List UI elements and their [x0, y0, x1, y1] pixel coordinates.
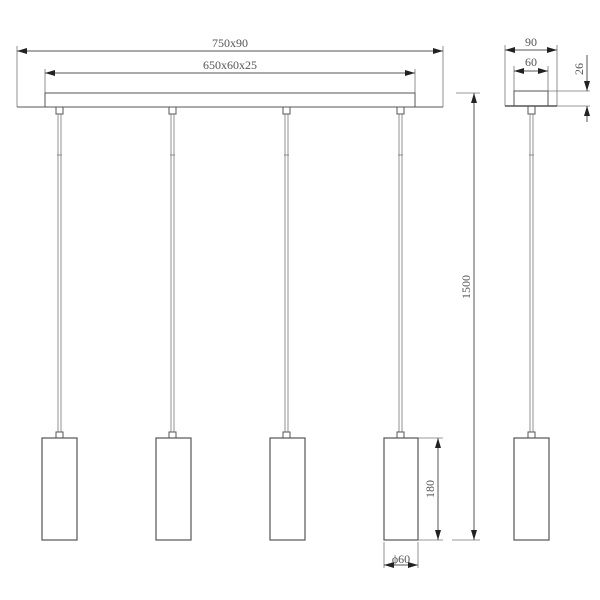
side-view: 90 60 26 [504, 35, 590, 541]
side-pendant [513, 105, 550, 541]
shade-1 [41, 437, 78, 541]
dimension-label-1500: 1500 [459, 275, 473, 299]
dimension-shade-height: 180 [418, 437, 443, 541]
dimension-label-650x60x25: 650x60x25 [203, 58, 257, 72]
dimension-label-750x90: 750x90 [212, 36, 248, 50]
dimension-side-canopy-height: 26 [548, 55, 590, 122]
pendant-3 [269, 106, 306, 541]
dimension-side-canopy-width: 90 [504, 35, 558, 106]
side-shade [513, 437, 550, 541]
dimension-label-diameter-60: ϕ60 [392, 552, 410, 566]
dimension-overall-height: 1500 [452, 92, 480, 541]
shade-4 [383, 437, 419, 541]
dimension-side-canopy-body-width: 60 [513, 55, 549, 91]
dimension-canopy-body: 650x60x25 [44, 58, 416, 93]
pendant-1 [41, 106, 78, 541]
shade-3 [269, 437, 306, 541]
front-view: 750x90 650x60x25 [16, 36, 480, 568]
dimension-label-90: 90 [525, 35, 537, 49]
pendant-4 [383, 106, 419, 541]
dimension-label-180: 180 [423, 480, 437, 498]
dimension-overall-width: 750x90 [16, 36, 444, 107]
pendant-2 [155, 106, 192, 541]
shade-2 [155, 437, 192, 541]
side-canopy [505, 90, 557, 107]
dimension-label-26: 26 [572, 63, 586, 75]
dimension-label-60: 60 [525, 55, 537, 69]
dimension-shade-diameter: ϕ60 [383, 542, 419, 568]
canopy [17, 92, 443, 108]
